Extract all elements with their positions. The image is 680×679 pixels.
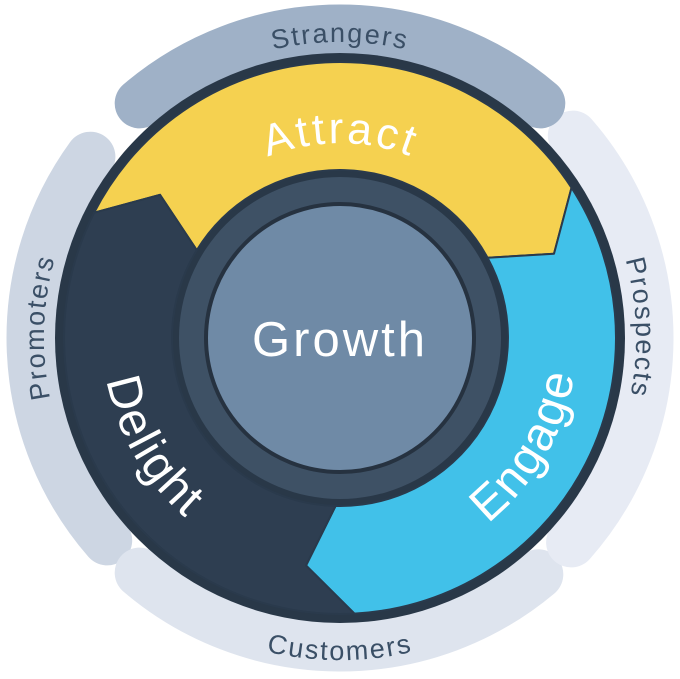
ring-arc-prospects [546,110,674,568]
ring-arc-customers [114,547,564,672]
outer-ring [6,4,674,672]
segment-engage [305,186,617,615]
center-circle [204,202,476,474]
growth-label: Growth [252,313,428,367]
segment-attract [93,61,573,259]
segment-delight [63,193,356,615]
flywheel-segments [63,61,617,615]
ring-arc-strangers [114,4,566,129]
ring-arc-promoters [6,131,133,566]
